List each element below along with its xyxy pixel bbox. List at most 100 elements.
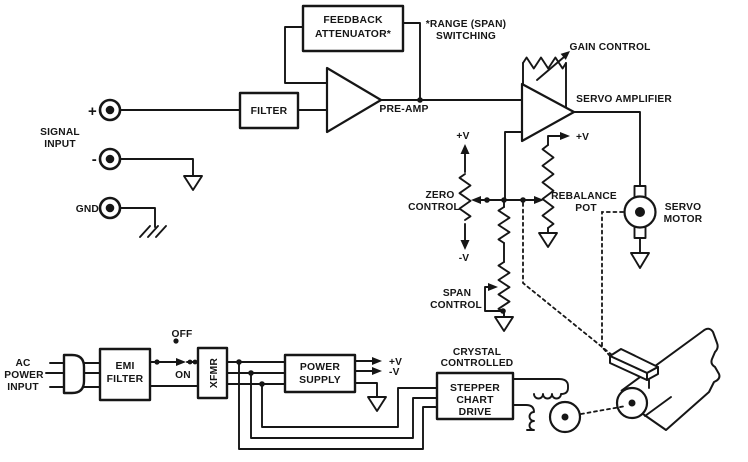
feedback-attenuator-label-2: ATTENUATOR*: [315, 29, 392, 40]
chassis-ground-icon: [139, 225, 167, 238]
rebalance-pot-resistor: [541, 144, 555, 229]
power-supply-label-1: POWER: [300, 362, 341, 373]
switch-blade-arrowhead: [176, 358, 186, 366]
rebalance-plusv-label: +V: [576, 132, 589, 143]
power-wires: [45, 360, 438, 450]
servo-motor-ground-triangle: [630, 252, 650, 269]
zero-control-label-1: ZERO: [425, 190, 454, 201]
ac-plug-icon: [62, 353, 86, 395]
rebalance-ground-triangle: [538, 232, 558, 248]
ps-plusv-arrowhead: [372, 357, 382, 365]
emi-filter-label-2: FILTER: [107, 374, 144, 385]
chart-roll-edge: [644, 396, 672, 417]
rebalance-pot-label-1: REBALANCE: [551, 191, 617, 202]
junction-dot: [484, 197, 490, 203]
pen-linkage-dashed-line: [522, 202, 613, 356]
span-control-label-2: CONTROL: [430, 300, 482, 311]
span-wiper-arrowhead: [488, 283, 498, 291]
servo-motor-label-2: MOTOR: [664, 214, 703, 225]
servo-motor-label-1: SERVO: [665, 202, 701, 213]
junction-dot: [500, 308, 506, 314]
switch-off-label: OFF: [172, 329, 193, 340]
switch-left-contact-dot: [154, 359, 160, 365]
feedback-attenuator-box: [301, 4, 405, 53]
ps-minusv-label: -V: [389, 367, 400, 378]
junction-dot: [520, 197, 526, 203]
range-switching-note-1: *RANGE (SPAN): [426, 19, 507, 30]
switch-contact-dot-2: [192, 359, 198, 365]
range-switching-note-2: SWITCHING: [436, 31, 496, 42]
ac-power-input-label-1: AC: [15, 358, 31, 369]
crystal-controlled-note-2: CONTROLLED: [441, 358, 514, 369]
span-control-label-1: SPAN: [443, 288, 471, 299]
chart-drive-coil-upper: [512, 378, 569, 400]
servo-motor: [623, 185, 657, 239]
filter-label: FILTER: [251, 106, 288, 117]
feedback-resistor: [497, 206, 511, 244]
switch-contact-dot-1: [187, 359, 193, 365]
zero-minusv-label: -V: [459, 253, 470, 264]
stepper-chart-drive-label-2: CHART: [456, 395, 494, 406]
power-supply-label-2: SUPPLY: [299, 375, 341, 386]
switch-off-position-dot: [173, 338, 179, 344]
negative-terminal-sign: -: [92, 151, 97, 168]
xfmr-label: XFMR: [209, 358, 220, 389]
stepper-chart-drive-label-1: STEPPER: [450, 383, 500, 394]
xfmr-box: [196, 346, 229, 400]
feedback-attenuator-label-1: FEEDBACK: [323, 15, 383, 26]
servo-amplifier-label: SERVO AMPLIFIER: [576, 94, 672, 105]
junction-dot: [417, 97, 423, 103]
ps-plusv-label: +V: [389, 357, 402, 368]
gnd-terminal: [98, 196, 122, 220]
signal-input-label-1: SIGNAL: [40, 127, 80, 138]
stepper-chart-drive-label-3: DRIVE: [459, 407, 492, 418]
switch-on-label: ON: [175, 370, 191, 381]
chart-drive-motor: [548, 400, 582, 434]
chart-drive-coil-lower: [512, 404, 535, 431]
signal-input-positive-terminal: [98, 98, 122, 122]
gnd-terminal-label: GND: [76, 204, 99, 215]
gain-control-pot: [522, 56, 567, 70]
pen-carriage: [609, 348, 659, 389]
rebalance-plusv-arrowhead: [560, 132, 570, 140]
zero-control-label-2: CONTROL: [408, 202, 460, 213]
junction-dot: [501, 197, 507, 203]
span-control-pot: [497, 261, 511, 313]
minusv-down-arrowhead: [460, 240, 470, 250]
ps-ground-triangle: [367, 396, 387, 412]
signal-wires: [120, 22, 641, 318]
signal-input-label-2: INPUT: [44, 139, 76, 150]
minus-ground-triangle: [183, 175, 203, 191]
power-supply-box: [283, 353, 357, 394]
zero-wiper-arrowhead: [471, 196, 481, 204]
zero-plusv-label: +V: [456, 131, 469, 142]
chart-roll-hub-dot: [628, 399, 636, 407]
emi-filter-label-1: EMI: [115, 361, 134, 372]
ps-minusv-arrowhead: [372, 367, 382, 375]
span-ground-triangle: [494, 316, 514, 332]
preamp-label: PRE-AMP: [379, 104, 428, 115]
emi-filter-box: [98, 347, 152, 402]
junction-dot: [248, 370, 254, 376]
signal-input-negative-terminal: [98, 147, 122, 171]
junction-dot: [236, 359, 242, 365]
ac-power-input-label-3: INPUT: [7, 382, 39, 393]
plusv-up-arrowhead: [460, 144, 470, 154]
ac-power-input-label-2: POWER: [4, 370, 44, 381]
gain-control-label: GAIN CONTROL: [569, 42, 650, 53]
zero-control-pot: [458, 173, 472, 221]
gain-control-arrowhead: [560, 51, 570, 60]
gain-control-arrow-shaft: [536, 56, 565, 81]
crystal-controlled-note-1: CRYSTAL: [453, 347, 501, 358]
junction-dot: [259, 381, 265, 387]
preamp-triangle: [325, 66, 383, 134]
roll-drive-dashed-line: [580, 405, 627, 415]
rebalance-pot-label-2: POT: [575, 203, 597, 214]
rebalance-wiper-arrowhead: [534, 196, 544, 204]
motor-linkage-dashed-line: [601, 211, 624, 357]
servo-amplifier-triangle: [520, 82, 576, 143]
filter-box: [238, 91, 300, 130]
stepper-chart-drive-box: [435, 371, 515, 421]
